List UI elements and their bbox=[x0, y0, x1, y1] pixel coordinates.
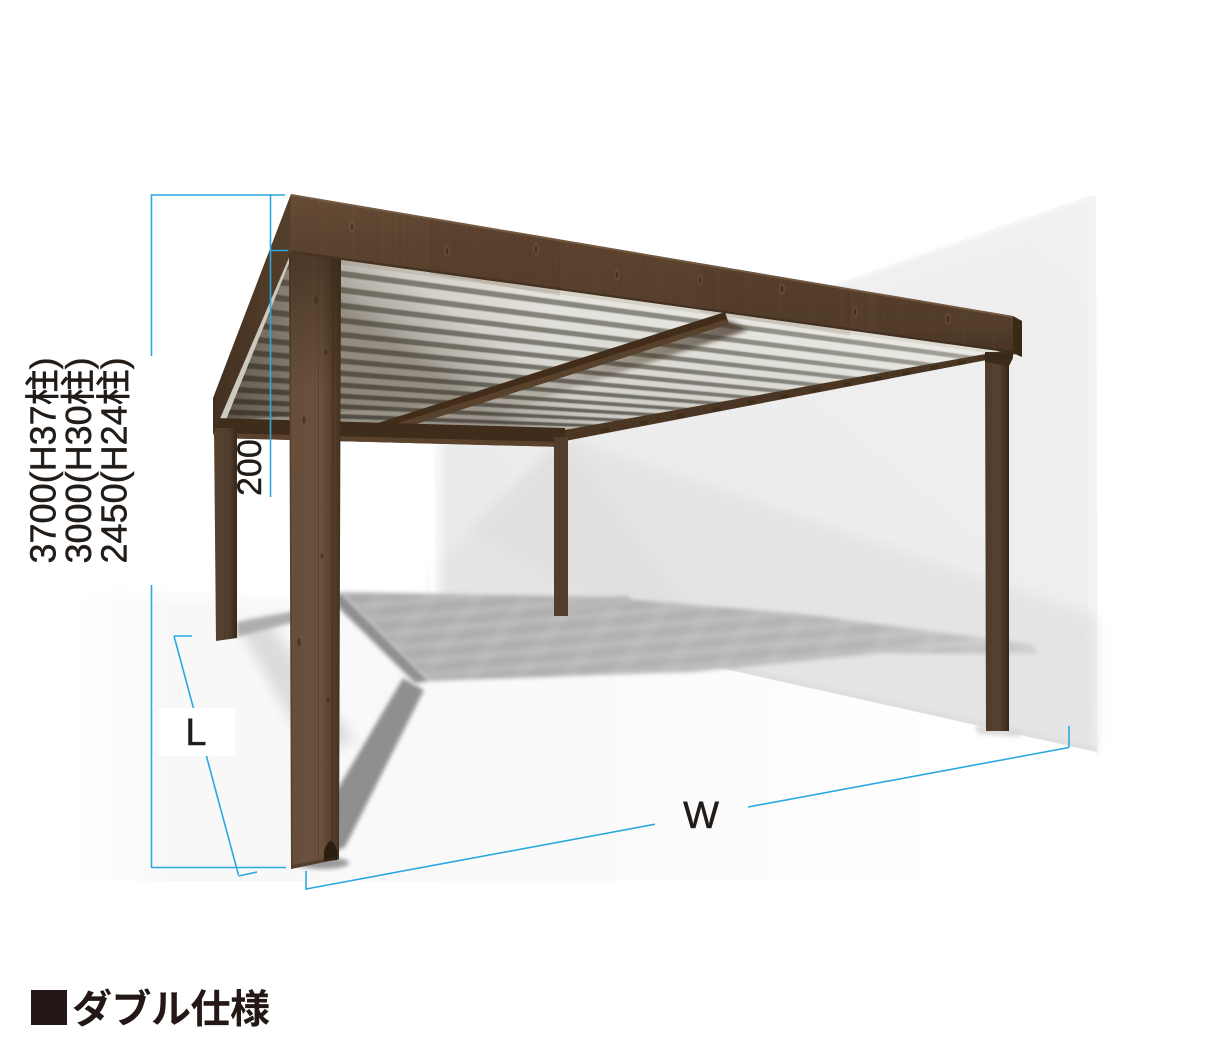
svg-text:3700(H37: 3700(H37 bbox=[23, 405, 64, 563]
svg-text:): ) bbox=[58, 357, 99, 369]
svg-text:W: W bbox=[683, 795, 719, 837]
svg-text:2450(H24: 2450(H24 bbox=[94, 405, 135, 563]
svg-text:200: 200 bbox=[231, 439, 269, 496]
svg-text:): ) bbox=[94, 357, 135, 369]
svg-text:3000(H30: 3000(H30 bbox=[58, 405, 99, 563]
svg-text:): ) bbox=[23, 357, 64, 369]
svg-text:L: L bbox=[185, 712, 206, 754]
